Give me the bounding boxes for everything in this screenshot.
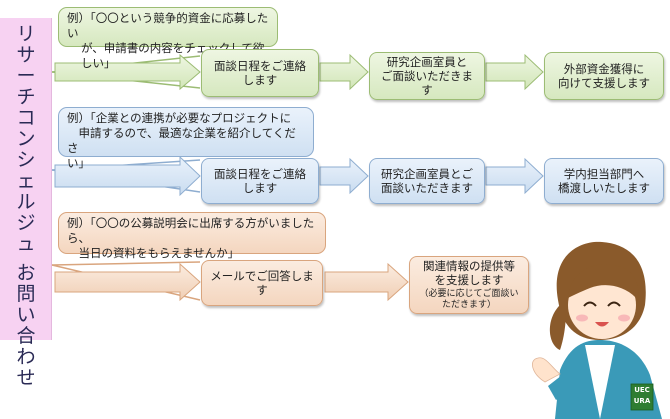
step-text: 研究企画室員と <box>386 55 468 69</box>
side-label-char: ー <box>16 65 36 87</box>
arrow-row3-b <box>324 262 409 302</box>
step-text: 面談日程をご連絡 <box>214 59 306 73</box>
side-label-char: い <box>16 304 36 326</box>
step-text: 面談日程をご連絡 <box>214 167 306 181</box>
step-text: 外部資金獲得に <box>563 62 645 76</box>
step-text: 研究企画室員とご <box>381 167 473 181</box>
arrow-row1-b <box>319 53 369 91</box>
arrow-row2-a <box>54 155 201 197</box>
step-text: します <box>242 181 278 195</box>
example-text-line: 例）「〇〇という競争的資金に応募したい <box>67 11 269 40</box>
step-box-row1-meeting: 研究企画室員と ご面談いただきま す <box>369 52 485 100</box>
mascot-badge: UEC URA <box>631 385 653 407</box>
badge-text: URA <box>633 397 651 405</box>
side-label-char: わ <box>16 346 36 368</box>
step-box-row2-meeting: 研究企画室員とご 面談いただきます <box>369 158 485 204</box>
arrow-row2-b <box>319 157 369 195</box>
side-label-char: お <box>16 262 36 284</box>
step-box-row2-meeting-schedule: 面談日程をご連絡 します <box>201 158 319 204</box>
step-text: す <box>256 283 268 297</box>
arrow-row1-c <box>485 53 544 91</box>
step-note: （必要に応じてご面談い <box>419 289 519 299</box>
step-note: ただきます） <box>441 300 496 310</box>
example-bubble-row1: 例）「〇〇という競争的資金に応募したい が、申請書の内容をチェックして欲しい」 <box>58 7 278 70</box>
step-text: 向けて支援します <box>558 76 650 90</box>
side-label-char: リ <box>16 23 36 45</box>
side-label-char: ュ <box>16 233 36 255</box>
mascot-illustration <box>531 241 662 419</box>
step-text: します <box>242 73 278 87</box>
side-label-char: ェ <box>16 170 36 192</box>
side-label-char: 合 <box>16 325 36 347</box>
side-label-char: 問 <box>16 283 36 305</box>
example-text-line: 例）「〇〇の公募説明会に出席する方がいましたら、 <box>67 216 315 245</box>
arrow-row2-c <box>485 157 544 195</box>
side-label-char: せ <box>16 367 36 389</box>
step-text: す <box>421 83 433 97</box>
step-box-row1-support: 外部資金獲得に 向けて支援します <box>544 52 664 100</box>
example-bubble-row3: 例）「〇〇の公募説明会に出席する方がいましたら、 当日の資料をもらえませんか」 <box>58 212 326 260</box>
side-label-char: ル <box>16 191 36 213</box>
side-label-char: コ <box>16 107 36 129</box>
step-box-row1-meeting-schedule: 面談日程をご連絡 します <box>201 49 319 97</box>
step-text: ご面談いただきま <box>381 69 473 83</box>
example-text-line: 例）「企業との連携が必要なプロジェクトに <box>67 111 292 125</box>
step-text: 面談いただきます <box>381 181 473 195</box>
side-label-char: シ <box>16 149 36 171</box>
example-bubble-row2: 例）「企業との連携が必要なプロジェクトに 申請するので、最適な企業を紹介してくだ… <box>58 107 314 170</box>
side-label-research-concierge-inquiry: リサーチコンシェルジュ お問い合わせ <box>0 18 52 389</box>
step-text: を支援します <box>434 273 504 287</box>
step-text: 学内担当部門へ <box>563 167 645 181</box>
side-label-char: ン <box>16 128 36 150</box>
example-text-line: 当日の資料をもらえませんか」 <box>67 246 240 260</box>
example-text-line: い」 <box>67 156 90 170</box>
arrow-row1-a <box>54 53 201 91</box>
step-text: メールでご回答しま <box>210 269 314 283</box>
step-box-row3-info-support: 関連情報の提供等 を支援します （必要に応じてご面談い ただきます） <box>409 256 529 314</box>
arrow-row3-a <box>54 262 201 302</box>
step-text: 関連情報の提供等 <box>423 259 515 273</box>
step-box-row3-email-reply: メールでご回答しま す <box>201 260 323 306</box>
step-box-row2-handoff: 学内担当部門へ 橋渡しいたします <box>544 158 664 204</box>
badge-text: UEC <box>634 386 650 394</box>
step-text: 橋渡しいたします <box>558 181 650 195</box>
side-label-char: サ <box>16 44 36 66</box>
example-text-line: 申請するので、最適な企業を紹介してくださ <box>67 126 296 155</box>
connector-line-row3-a <box>51 261 201 266</box>
side-label-char: ジ <box>16 212 36 234</box>
side-label-char: チ <box>16 86 36 108</box>
